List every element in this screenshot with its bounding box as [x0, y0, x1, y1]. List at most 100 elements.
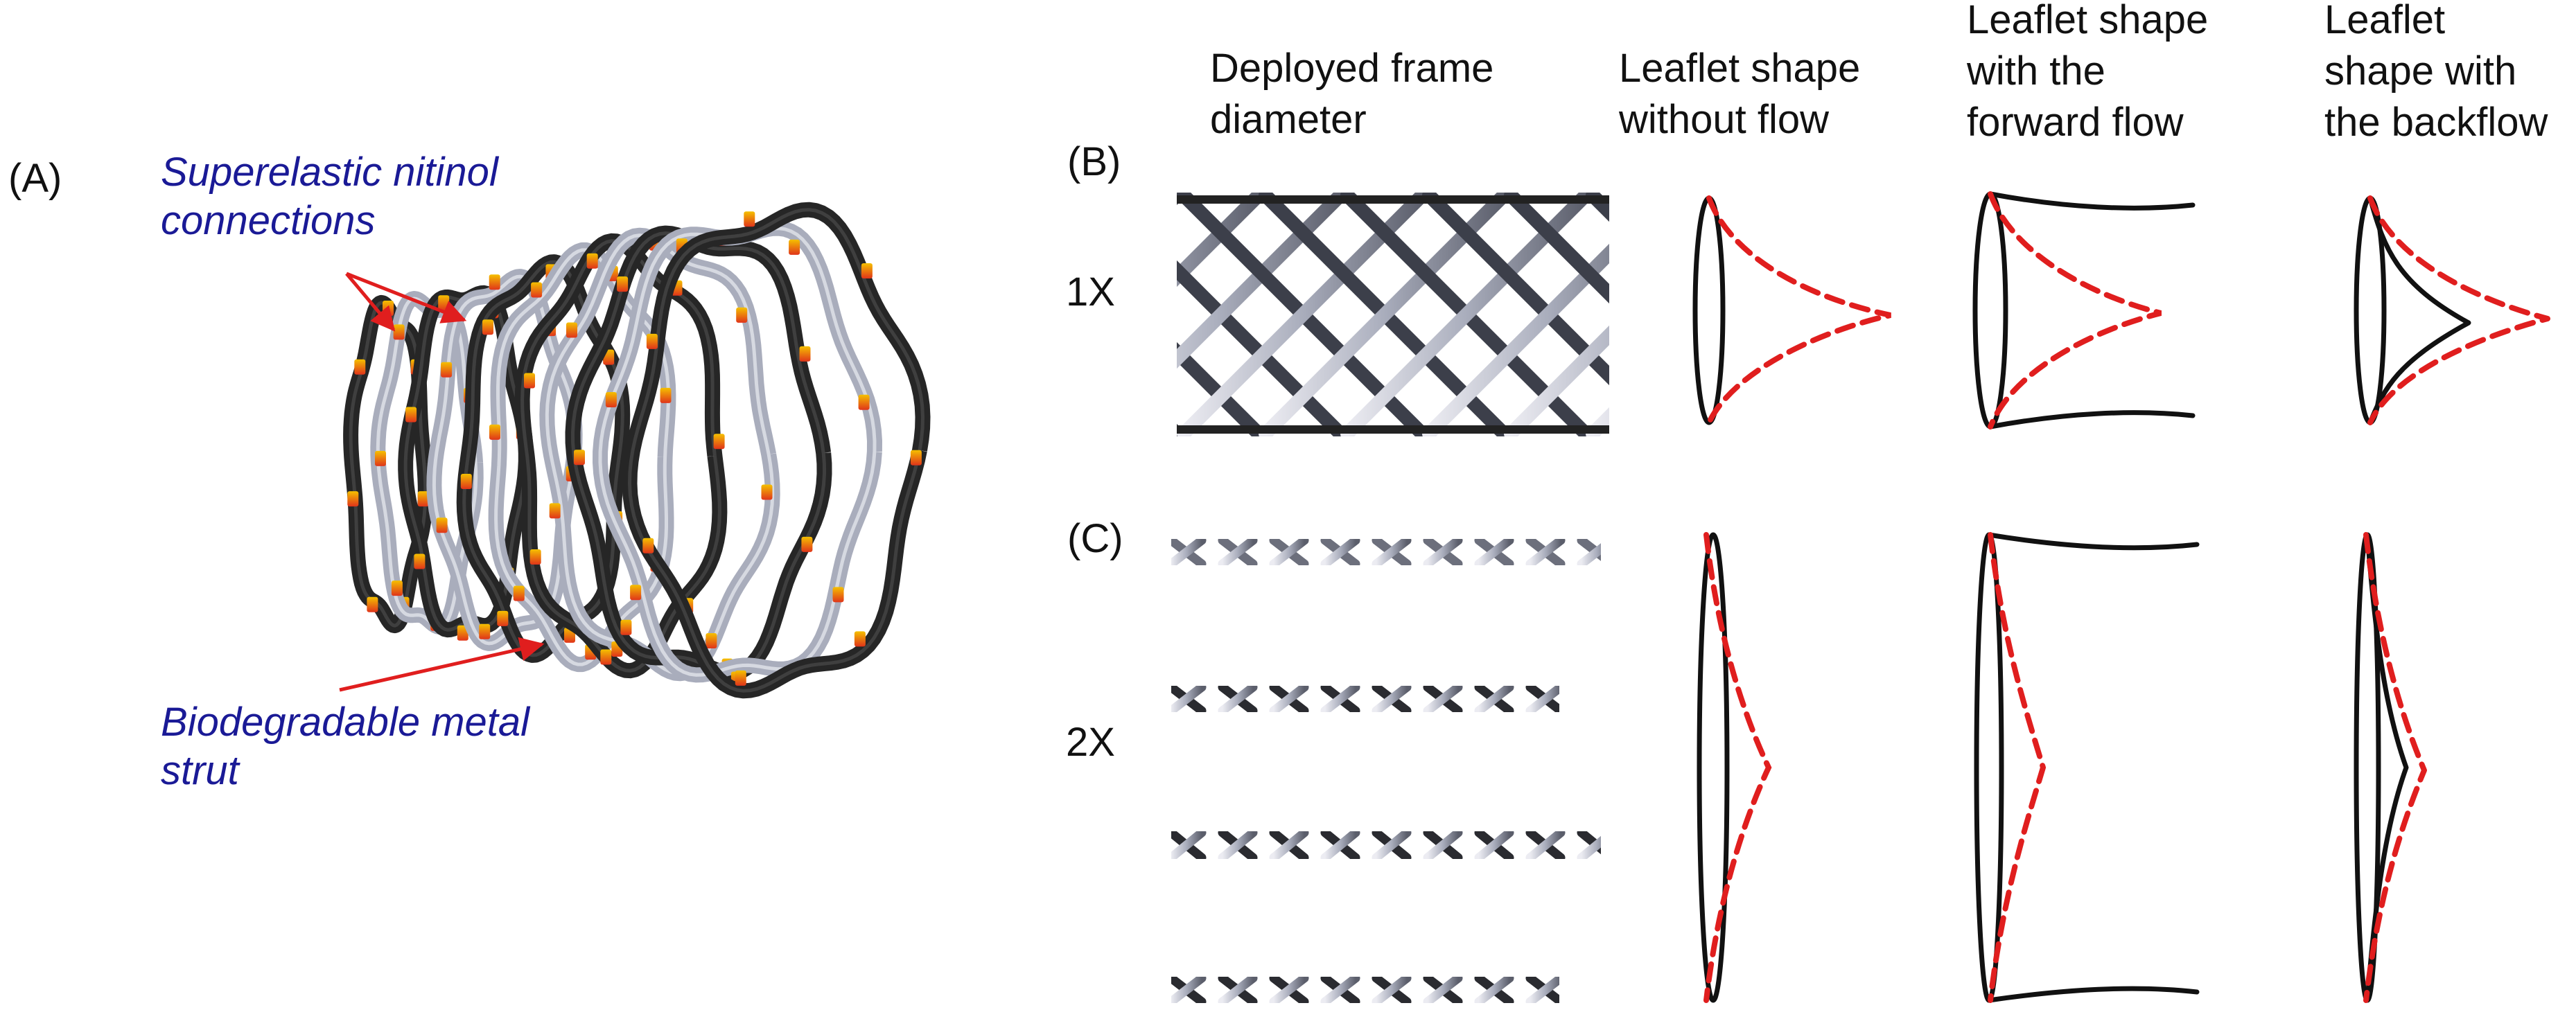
frame-strut — [1474, 686, 1514, 712]
nitinol-connection-marker — [354, 359, 366, 375]
frame-strut — [1525, 831, 1566, 859]
frame-strut — [1586, 193, 1609, 222]
nitinol-connection-marker — [646, 333, 658, 349]
leaflet-backflow-1x — [2354, 195, 2550, 425]
header-leaflet-forward-flow: Leaflet shape with the forward flow — [1967, 0, 2208, 148]
frame-strut — [1581, 978, 1612, 1002]
frame-strut — [1504, 325, 1609, 436]
nitinol-connection-marker — [744, 211, 755, 227]
nitinol-connection-marker — [630, 585, 642, 601]
frame-strut — [1320, 831, 1360, 859]
nitinol-connection-marker — [513, 585, 525, 601]
stent-ring-highlight — [627, 208, 925, 693]
frame-strut — [1525, 977, 1559, 1003]
nitinol-connection-marker — [489, 274, 500, 290]
leaflet-forward-flow-1x — [1972, 191, 2196, 429]
frame-strut — [1577, 835, 1601, 859]
panel-label-b: (B) — [1067, 139, 1121, 184]
frame-strut — [1320, 539, 1360, 565]
nitinol-connection-marker — [347, 491, 359, 507]
frame-strut — [1423, 539, 1463, 565]
nitinol-connection-marker — [367, 596, 378, 612]
lattice-frame-2x — [1171, 539, 1612, 1003]
nitinol-connection-marker — [436, 517, 448, 533]
nitinol-connection-marker — [460, 474, 472, 489]
frame-strut — [1320, 686, 1360, 712]
frame-strut — [1474, 831, 1514, 859]
nitinol-connection-marker — [531, 282, 543, 298]
frame-strut — [1525, 686, 1559, 712]
nitinol-connection-marker — [801, 536, 813, 552]
nitinol-connection-marker — [861, 263, 873, 278]
nitinol-connection-marker — [642, 538, 654, 553]
frame-strut — [1269, 686, 1309, 712]
nitinol-connection-marker — [617, 276, 629, 292]
frame-strut — [1474, 539, 1514, 565]
row-label-2x: 2X — [1066, 720, 1115, 765]
header-forward-line-1: Leaflet shape — [1967, 0, 2209, 42]
header-leaflet-without-flow: Leaflet shape without flow — [1619, 43, 1860, 145]
frame-strut — [1581, 687, 1612, 711]
nitinol-connection-marker — [566, 322, 577, 338]
header-forward-line-2: with the — [1967, 48, 2105, 94]
strut-callout-arrow — [339, 637, 545, 692]
frame-strut — [1171, 977, 1207, 1003]
strut-callout-line-1: Biodegradable metal — [161, 700, 530, 745]
frame-strut — [1218, 686, 1258, 712]
header-backflow-line-1: Leaflet — [2324, 0, 2446, 42]
frame-strut — [1581, 978, 1612, 1002]
frame-strut — [1269, 831, 1309, 859]
frame-strut — [1171, 686, 1207, 712]
header-backflow-line-3: the backflow — [2324, 100, 2548, 145]
nitinol-connection-marker — [391, 581, 403, 596]
nitinol-connection-marker — [375, 450, 386, 466]
nitinol-connection-marker — [524, 373, 535, 389]
nitinol-connection-marker — [600, 649, 612, 665]
nitinol-connection-marker — [529, 549, 541, 565]
nitinol-connection-marker — [383, 301, 394, 316]
frame-strut — [1525, 539, 1566, 565]
stent-ring-highlight — [570, 231, 827, 675]
nitinol-connection-marker — [761, 484, 773, 500]
nitinol-connection-marker — [605, 392, 617, 407]
nitinol-callout: Superelastic nitinol connections — [161, 148, 498, 245]
nitinol-callout-line-1: Superelastic nitinol — [161, 150, 498, 195]
leaflet-no-flow-1x — [1692, 195, 1891, 425]
leaflet-forward-flow-2x — [1974, 532, 2200, 1003]
nitinol-connection-marker — [414, 553, 426, 569]
header-diameter-line-2: diameter — [1210, 97, 1367, 142]
nitinol-connection-marker — [858, 394, 870, 410]
nitinol-connection-marker — [854, 631, 866, 647]
panel-label-c: (C) — [1067, 516, 1123, 561]
header-deployed-frame-diameter: Deployed frame diameter — [1210, 43, 1493, 145]
frame-strut — [1171, 539, 1207, 565]
leaflet-backflow-2x — [2354, 532, 2427, 1003]
nitinol-connection-marker — [736, 307, 748, 323]
nitinol-connection-marker — [489, 424, 500, 440]
frame-strut — [1586, 407, 1609, 436]
header-backflow-line-2: shape with — [2324, 48, 2517, 94]
nitinol-connection-marker — [620, 619, 632, 635]
panel-label-a: (A) — [8, 156, 62, 201]
nitinol-connection-marker — [910, 450, 922, 466]
nitinol-connection-marker — [417, 491, 429, 507]
frame-strut — [1372, 686, 1412, 712]
nitinol-connection-marker — [438, 295, 450, 311]
strut-callout-line-2: strut — [161, 748, 239, 793]
frame-strut — [1423, 686, 1463, 712]
header-no-flow-line-1: Leaflet shape — [1619, 46, 1861, 91]
frame-strut — [1372, 977, 1412, 1003]
frame-strut — [1423, 831, 1463, 859]
nitinol-connection-marker — [660, 387, 672, 403]
frame-2x-strip — [1171, 539, 1601, 565]
frame-2x-strip — [1171, 831, 1601, 859]
frame-strut — [1218, 977, 1258, 1003]
nitinol-connection-marker — [497, 610, 509, 626]
nitinol-connection-marker — [799, 346, 811, 362]
nitinol-callout-line-2: connections — [161, 198, 376, 243]
frame-2x-strip — [1171, 977, 1612, 1003]
nitinol-connection-marker — [713, 434, 725, 450]
nitinol-connection-marker — [735, 670, 746, 686]
frame-strut — [1474, 977, 1514, 1003]
